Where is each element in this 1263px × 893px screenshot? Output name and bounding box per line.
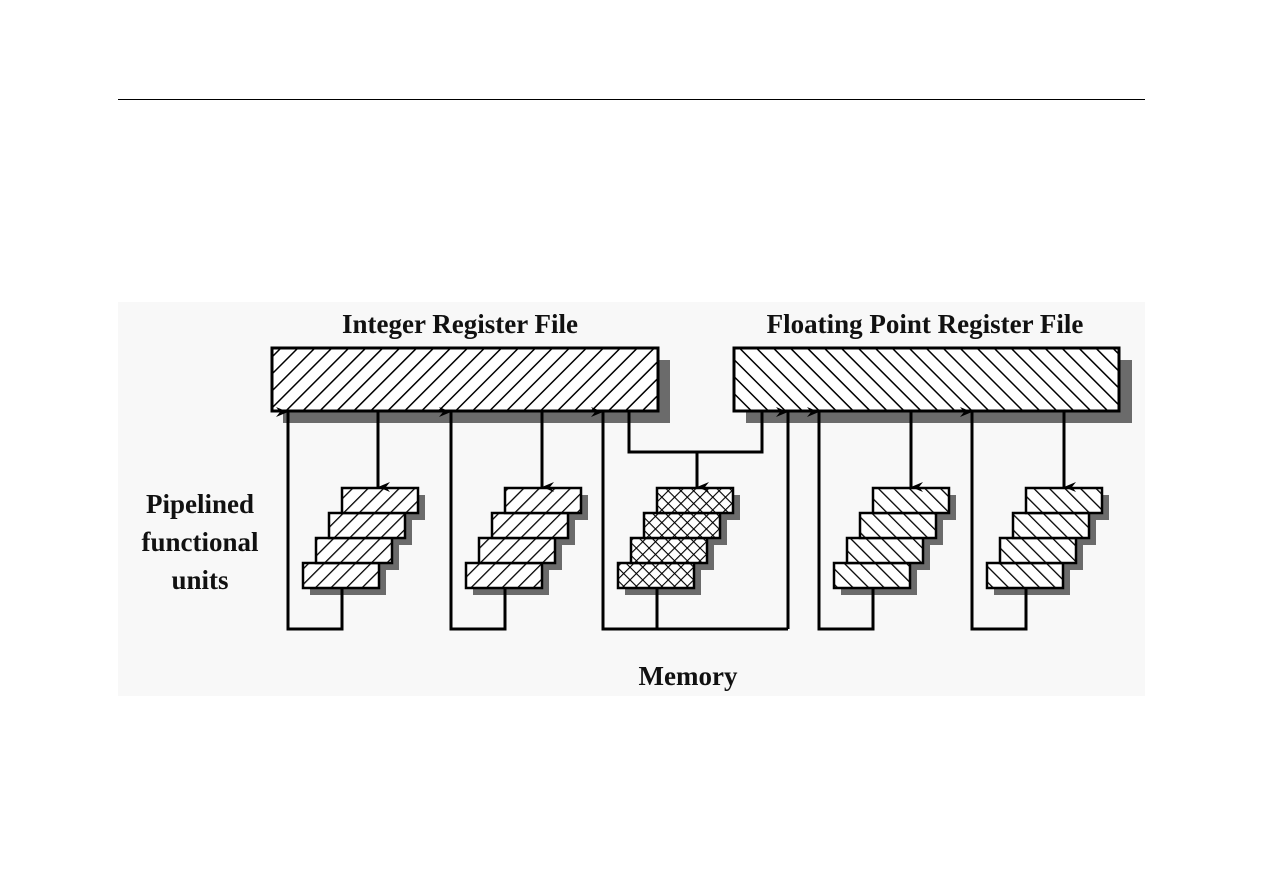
writeback-arrow-integer [591, 407, 788, 631]
pipeline-stage [464, 561, 544, 590]
writeback-arrow [807, 407, 875, 631]
pipeline-stage [490, 511, 570, 540]
pipeline-stage [655, 486, 735, 515]
pipeline-stage [314, 536, 394, 565]
pipeline-stage [845, 536, 925, 565]
functional-units [301, 486, 1109, 595]
fp-register-file-label: Floating Point Register File [767, 309, 1084, 339]
integer-register-file-label: Integer Register File [342, 309, 578, 339]
fp-unit-2 [985, 486, 1109, 595]
pipeline-stage [1024, 486, 1104, 515]
interconnect-wires [276, 407, 1076, 631]
side-label-line-3: units [171, 565, 228, 595]
fp-register-file-box [732, 346, 1121, 413]
side-label-line-1: Pipelined [146, 489, 254, 519]
memory-label: Memory [639, 661, 738, 691]
writeback-arrow [439, 407, 507, 631]
pipeline-stage [503, 486, 583, 515]
load-store-unit [616, 486, 740, 595]
integer-register-file [270, 346, 670, 423]
pipeline-stage [985, 561, 1065, 590]
side-label-line-2: functional [141, 527, 259, 557]
title-rule [118, 99, 1145, 100]
integer-unit-1 [301, 486, 425, 595]
pipeline-stage [642, 511, 722, 540]
pipeline-stage [616, 561, 696, 590]
pipeline-stage [340, 486, 420, 515]
pipeline-stage [301, 561, 381, 590]
integer-register-file-box [270, 346, 660, 413]
pipeline-stage [871, 486, 951, 515]
integer-unit-2 [464, 486, 588, 595]
pipeline-stage [327, 511, 407, 540]
writeback-arrow [276, 407, 344, 631]
fp-unit-1 [832, 486, 956, 595]
pipeline-stage [629, 536, 709, 565]
pipeline-stage [1011, 511, 1091, 540]
pipeline-stage [858, 511, 938, 540]
pipeline-stage [832, 561, 912, 590]
pipeline-stage [477, 536, 557, 565]
fp-register-file [732, 346, 1132, 423]
pipeline-stage [998, 536, 1078, 565]
writeback-arrow [960, 407, 1028, 631]
